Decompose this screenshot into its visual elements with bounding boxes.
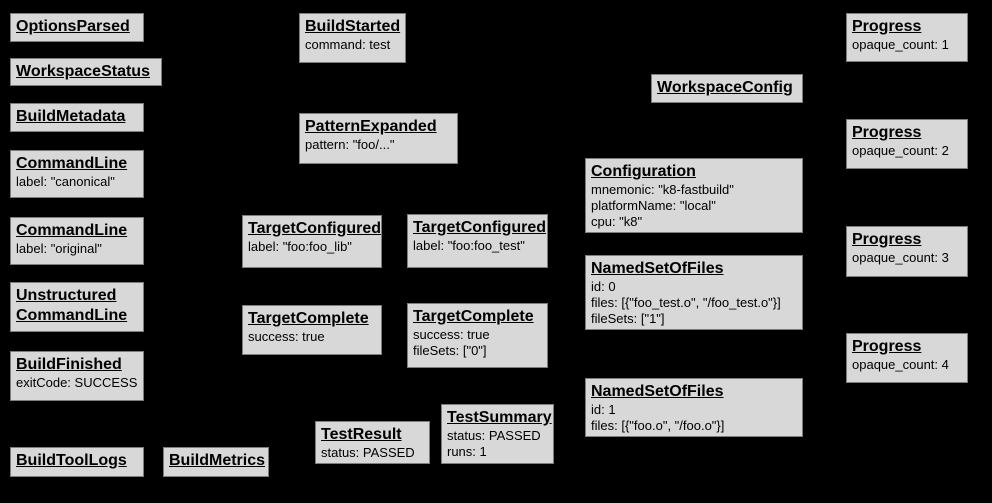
build-finished-title: BuildFinished — [16, 356, 122, 373]
target-configured-lib-title: TargetConfigured — [248, 220, 382, 237]
command-line-original-box: CommandLine label: "original" — [10, 217, 144, 265]
build-tool-logs-title: BuildToolLogs — [16, 452, 127, 469]
build-finished-box: BuildFinished exitCode: SUCCESS — [10, 351, 144, 401]
progress-3-title: Progress — [852, 231, 922, 248]
test-result-attribute: status: PASSED — [321, 445, 415, 460]
build-metadata-box: BuildMetadata — [10, 103, 144, 132]
options-parsed-title: OptionsParsed — [16, 18, 130, 35]
named-set-of-files-0-attribute: id: 0 — [591, 279, 616, 294]
progress-1-attribute: opaque_count: 1 — [852, 37, 949, 52]
build-finished-attribute: exitCode: SUCCESS — [16, 375, 138, 390]
test-summary-title: TestSummary — [447, 409, 552, 426]
progress-3-box: Progress opaque_count: 3 — [846, 226, 968, 277]
progress-2-box: Progress opaque_count: 2 — [846, 119, 968, 169]
unstructured-command-line-box: Unstructured CommandLine — [10, 282, 144, 332]
progress-4-title: Progress — [852, 338, 922, 355]
command-line-original-title: CommandLine — [16, 222, 128, 239]
command-line-original-attribute: label: "original" — [16, 241, 102, 256]
build-metrics-box: BuildMetrics — [163, 447, 269, 477]
workspace-config-box: WorkspaceConfig — [651, 74, 803, 103]
progress-1-title: Progress — [852, 18, 922, 35]
pattern-expanded-box: PatternExpanded pattern: "foo/..." — [299, 113, 458, 164]
configuration-attribute: platformName: "local" — [591, 198, 716, 213]
options-parsed-box: OptionsParsed — [10, 13, 144, 42]
build-metrics-title: BuildMetrics — [169, 452, 266, 469]
named-set-of-files-1-attribute: id: 1 — [591, 402, 616, 417]
command-line-canonical-box: CommandLine label: "canonical" — [10, 150, 144, 198]
target-complete-lib-title: TargetComplete — [248, 310, 369, 327]
named-set-of-files-0-attribute: fileSets: ["1"] — [591, 311, 665, 326]
workspace-status-title: WorkspaceStatus — [16, 63, 150, 80]
test-summary-attribute: runs: 1 — [447, 444, 487, 459]
command-line-canonical-attribute: label: "canonical" — [16, 174, 115, 189]
command-line-canonical-title: CommandLine — [16, 155, 128, 172]
configuration-attribute: cpu: "k8" — [591, 214, 643, 229]
test-result-title: TestResult — [321, 426, 402, 443]
progress-2-title: Progress — [852, 124, 922, 141]
progress-2-attribute: opaque_count: 2 — [852, 143, 949, 158]
named-set-of-files-0-attribute: files: [{"foo_test.o", "/foo_test.o"}] — [591, 295, 781, 310]
build-started-attribute: command: test — [305, 37, 391, 52]
target-configured-lib-attribute: label: "foo:foo_lib" — [248, 239, 352, 254]
target-configured-test-box: TargetConfigured label: "foo:foo_test" — [407, 214, 548, 268]
workspace-status-box: WorkspaceStatus — [10, 58, 162, 86]
target-complete-test-attribute: success: true — [413, 327, 490, 342]
progress-1-box: Progress opaque_count: 1 — [846, 13, 968, 62]
progress-3-attribute: opaque_count: 3 — [852, 250, 949, 265]
configuration-attribute: mnemonic: "k8-fastbuild" — [591, 182, 734, 197]
target-configured-lib-box: TargetConfigured label: "foo:foo_lib" — [242, 215, 382, 268]
build-metadata-title: BuildMetadata — [16, 108, 126, 125]
build-tool-logs-box: BuildToolLogs — [10, 447, 144, 477]
build-started-title: BuildStarted — [305, 18, 401, 35]
progress-4-attribute: opaque_count: 4 — [852, 357, 949, 372]
pattern-expanded-attribute: pattern: "foo/..." — [305, 137, 395, 152]
configuration-box: Configuration mnemonic: "k8-fastbuild"pla… — [585, 158, 803, 233]
test-summary-attribute: status: PASSED — [447, 428, 541, 443]
target-complete-lib-attribute: success: true — [248, 329, 325, 344]
named-set-of-files-1-attribute: files: [{"foo.o", "/foo.o"}] — [591, 418, 725, 433]
unstructured-command-line-title: Unstructured CommandLine — [16, 287, 128, 324]
named-set-of-files-0-title: NamedSetOfFiles — [591, 260, 724, 277]
configuration-title: Configuration — [591, 163, 696, 180]
target-configured-test-title: TargetConfigured — [413, 219, 547, 236]
target-complete-test-title: TargetComplete — [413, 308, 534, 325]
target-complete-test-attribute: fileSets: ["0"] — [413, 343, 487, 358]
pattern-expanded-title: PatternExpanded — [305, 118, 437, 135]
build-started-box: BuildStarted command: test — [299, 13, 406, 63]
workspace-config-title: WorkspaceConfig — [657, 79, 793, 96]
target-configured-test-attribute: label: "foo:foo_test" — [413, 238, 525, 253]
progress-4-box: Progress opaque_count: 4 — [846, 333, 968, 383]
target-complete-lib-box: TargetComplete success: true — [242, 305, 382, 355]
test-result-box: TestResult status: PASSED — [315, 421, 430, 464]
named-set-of-files-1-title: NamedSetOfFiles — [591, 383, 724, 400]
